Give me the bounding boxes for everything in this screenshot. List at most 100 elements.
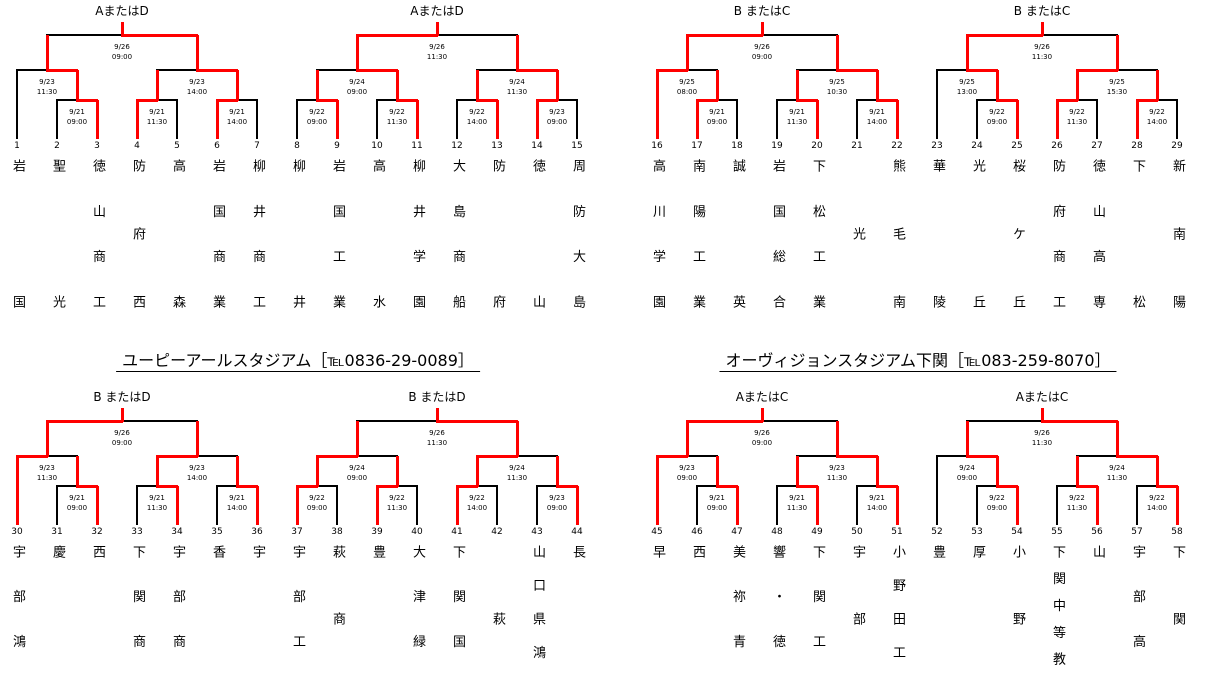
team-name: 宇部商 <box>170 544 185 679</box>
block-winner-line <box>120 408 124 422</box>
round1-match-date: 9/21 <box>789 494 805 502</box>
round2-match-date: 9/25 <box>1109 78 1125 86</box>
round1-match-time: 11:30 <box>386 118 408 126</box>
round2-match-right-half <box>1116 69 1158 71</box>
round1-match-left-half <box>136 485 158 487</box>
team-seed-number: 48 <box>771 527 783 537</box>
round1-match-date: 9/21 <box>229 108 245 116</box>
round1-match-right-half <box>716 99 738 101</box>
round1-match-right-half <box>996 98 1018 102</box>
round1-match-time: 11:30 <box>386 504 408 512</box>
block-final-match-right-half <box>1041 419 1118 423</box>
round1-match-left-half <box>216 98 238 102</box>
team-name: 熊毛南 <box>890 158 905 363</box>
round1-match-left-half <box>216 485 238 487</box>
team-name: 防府 <box>490 158 505 431</box>
team-name: 新南陽 <box>1170 158 1185 363</box>
round1-match-time: 14:00 <box>466 118 488 126</box>
block-final-match-time: 11:30 <box>426 53 448 61</box>
block-final-match-left-line <box>965 35 969 71</box>
round1-match-left-line <box>135 100 139 139</box>
block-winner-line <box>435 408 439 422</box>
round2-match-date: 9/23 <box>39 464 55 472</box>
round1-match-right-half <box>156 484 178 488</box>
round2-match-left-line <box>475 456 479 487</box>
round1-match-left-half <box>696 98 718 102</box>
round1-match-left-half <box>776 99 798 101</box>
round2-match-left-line <box>1075 70 1079 101</box>
round2-match-right-line <box>715 456 719 487</box>
round1-match-right-line <box>336 486 338 525</box>
round2-match-time: 11:30 <box>506 474 528 482</box>
team-seed-number: 57 <box>1131 527 1143 537</box>
round1-match-date: 9/21 <box>869 494 885 502</box>
team-seed-number: 36 <box>251 527 263 537</box>
round1-match-left-half <box>976 99 998 101</box>
round1-match-time: 11:30 <box>1066 118 1088 126</box>
team-seed-number: 15 <box>571 141 583 151</box>
team-name: 岩国総合 <box>770 158 785 340</box>
round2-match-right-half <box>686 455 718 457</box>
team-name: 防府西 <box>130 158 145 363</box>
team-seed-number: 31 <box>51 527 63 537</box>
round2-match-date: 9/23 <box>189 78 205 86</box>
team-seed-number: 17 <box>691 141 703 151</box>
round1-match-left-line <box>216 486 218 525</box>
team-seed-number: 56 <box>1091 527 1103 537</box>
round2-match-left-half <box>156 69 198 71</box>
round1-match-right-half <box>316 485 338 487</box>
team-name: 光丘 <box>970 158 985 431</box>
team-seed-number: 52 <box>931 527 943 537</box>
team-name: 小野田工 <box>890 544 905 679</box>
block-winner-line <box>760 408 764 422</box>
team-seed-number: 26 <box>1051 141 1063 151</box>
team-name: 周防大島 <box>570 158 585 340</box>
block-final-match-right-half <box>436 419 518 423</box>
block-winner-line <box>120 22 124 36</box>
round1-match-right-line <box>496 486 498 525</box>
round1-match-right-half <box>396 485 418 487</box>
round2-match-time: 14:00 <box>186 474 208 482</box>
round2-match-date: 9/24 <box>349 464 365 472</box>
round2-match-left-half <box>936 455 968 457</box>
round2-match-time: 10:30 <box>826 88 848 96</box>
team-seed-number: 11 <box>411 141 423 151</box>
round1-match-left-line <box>56 100 58 139</box>
round1-match-right-line <box>815 486 819 525</box>
block-final-match-date: 9/26 <box>754 43 770 51</box>
block-final-match-date: 9/26 <box>114 43 130 51</box>
round2-match-right-half <box>836 68 878 72</box>
round1-match-left-line <box>1136 486 1138 525</box>
block-final-match-time: 09:00 <box>751 439 773 447</box>
round1-match-right-half <box>76 484 98 488</box>
team-name: 西 <box>690 544 705 679</box>
team-name: 響・徳 <box>770 544 785 679</box>
round2-match-date: 9/25 <box>829 78 845 86</box>
team-seed-number: 14 <box>531 141 543 151</box>
block-final-match-left-half <box>46 34 123 36</box>
round1-match-right-half <box>796 484 818 488</box>
team-name: 香 <box>210 544 225 679</box>
round1-match-right-line <box>175 486 179 525</box>
team-name: 宇部 <box>850 544 865 679</box>
round1-match-time: 09:00 <box>986 118 1008 126</box>
team-seed-number: 29 <box>1171 141 1183 151</box>
team-name: 南陽工業 <box>690 158 705 340</box>
round1-match-right-line <box>1096 100 1098 139</box>
team-seed-number: 46 <box>691 527 703 537</box>
round2-match-time: 14:00 <box>186 88 208 96</box>
block-final-match-left-half <box>686 33 763 37</box>
round2-match-date: 9/24 <box>509 464 525 472</box>
round2-match-date: 9/24 <box>959 464 975 472</box>
team-name: 下関 <box>1170 544 1185 679</box>
round1-match-date: 9/23 <box>549 108 565 116</box>
block-final-match-right-half <box>761 34 838 36</box>
round2-match-time: 09:00 <box>676 474 698 482</box>
round1-match-right-half <box>996 484 1018 488</box>
team-seed-number: 22 <box>891 141 903 151</box>
team-seed-number: 8 <box>294 141 300 151</box>
team-name: 大津緑 <box>410 544 425 679</box>
round2-match-time: 09:00 <box>346 88 368 96</box>
team-name: 桜ケ丘 <box>1010 158 1025 363</box>
round1-match-left-half <box>536 98 558 102</box>
